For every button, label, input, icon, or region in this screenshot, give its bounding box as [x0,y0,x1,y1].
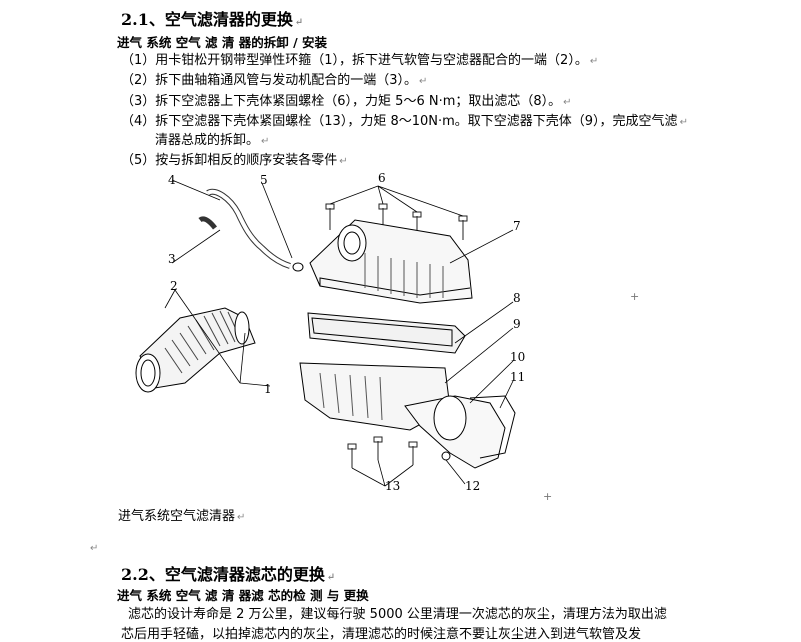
edit-mark-plus: + [543,490,553,503]
step-1: （1）用卡钳松开钢带型弹性环箍（1），拆下进气软管与空滤器配合的一端（2）。↵ [121,53,599,68]
paragraph-line-1: 滤芯的设计寿命是 2 万公里，建议每行驶 5000 公里清理一次滤芯的灰尘，清理… [128,607,667,622]
diagram-label-6: 6 [378,171,386,185]
step-3: （3）拆下空滤器上下壳体紧固螺栓（6），力矩 5～6 N·m；取出滤芯（8）。↵ [121,94,572,109]
diagram-label-2: 2 [170,279,178,293]
diagram-label-4: 4 [168,173,176,187]
step-4-continued: 清器总成的拆卸。↵ [155,133,270,148]
diagram-label-13: 13 [385,479,400,493]
diagram-label-8: 8 [513,291,521,305]
diagram-label-9: 9 [513,317,521,331]
section-subtitle-2-2: 进气 系统 空气 滤 清 器滤 芯的检 测 与 更换 [117,588,369,603]
diagram-label-11: 11 [510,370,525,384]
edit-mark-plus: + [630,290,640,303]
air-filter-exploded-diagram: 4 3 5 6 7 2 8 9 10 11 1 13 12 [135,171,525,493]
section-title-2-2: 2.2、空气滤清器滤芯的更换↵ [121,565,336,584]
step-4: （4）拆下空滤器下壳体紧固螺栓（13），力矩 8～10N·m。取下空滤器下壳体（… [121,114,688,129]
section-title-2-1: 2.1、空气滤清器的更换↵ [121,10,304,29]
section-subtitle-2-1: 进气 系统 空气 滤 清 器的拆卸 / 安装 [117,35,328,50]
diagram-label-10: 10 [510,350,525,364]
step-5: （5）按与拆卸相反的顺序安装各零件↵ [121,153,348,168]
step-2: （2）拆下曲轴箱通风管与发动机配合的一端（3）。↵ [121,73,428,88]
diagram-label-3: 3 [168,252,176,266]
diagram-caption: 进气系统空气滤清器↵ [118,509,246,524]
empty-paragraph-mark: ↵ [90,543,99,554]
diagram-label-12: 12 [465,479,480,493]
diagram-label-1: 1 [264,382,272,396]
paragraph-line-2: 芯后用手轻磕，以拍掉滤芯内的灰尘，清理滤芯的时候注意不要让灰尘进入到进气软管及发 [121,627,642,642]
diagram-label-5: 5 [260,173,268,187]
diagram-label-7: 7 [513,219,521,233]
